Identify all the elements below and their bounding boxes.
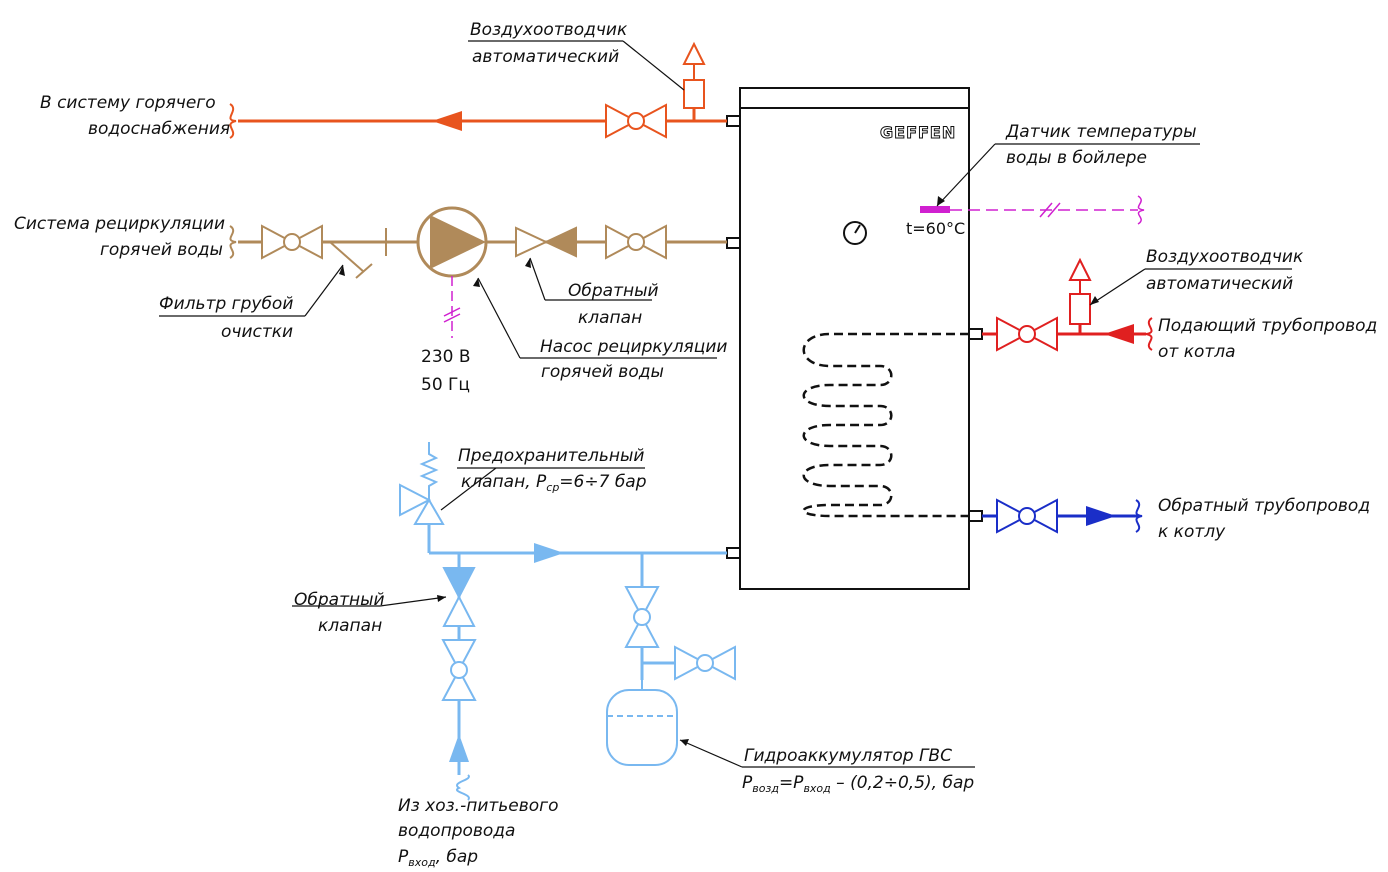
safety-valve-icon[interactable] — [399, 442, 445, 525]
leader-arrowheads — [339, 196, 1099, 746]
check-valve-bottom-label-2: клапан — [318, 616, 382, 636]
recirculation-valve-right[interactable] — [605, 225, 667, 259]
boiler-supply-valve[interactable] — [996, 317, 1058, 351]
boiler-return-flow-arrow — [1086, 506, 1116, 526]
accumulator-valve[interactable] — [625, 586, 659, 648]
safety-valve-label-1: Предохранительный — [458, 446, 644, 466]
sensor-cable-break — [1137, 195, 1145, 225]
voltage-label-1: 230 В — [421, 347, 471, 367]
boiler-brand: GEFFEN — [880, 123, 956, 142]
sensor-label-1: Датчик температуры — [1005, 122, 1197, 142]
hot-water-flow-arrow — [432, 111, 462, 131]
recirc-label-1: Система рециркуляции — [14, 214, 225, 234]
air-vent-top-icon[interactable] — [682, 41, 706, 109]
boiler-tank — [739, 87, 970, 590]
accumulator-tank-icon[interactable] — [606, 680, 678, 766]
air-vent-right-icon[interactable] — [1068, 257, 1092, 325]
recirculation-valve-left[interactable] — [261, 225, 323, 259]
check-valve-bottom-label-1: Обратный — [294, 590, 385, 610]
inlet-valve[interactable] — [442, 639, 476, 701]
boiler-ports — [726, 115, 983, 559]
air-vent-right-label-2: автоматический — [1146, 274, 1293, 294]
temperature-sensor-icon[interactable] — [920, 206, 950, 213]
inlet-label-2: водопровода — [398, 821, 515, 841]
accumulator-label-2: Pвозд=Pвход – (0,2÷0,5), бар — [742, 773, 974, 795]
accumulator-drain-valve[interactable] — [674, 646, 736, 680]
boiler-supply-label-1: Подающий трубопровод — [1158, 316, 1377, 336]
inlet-label-1: Из хоз.-питьевого — [398, 796, 559, 816]
boiler-temperature: t=60°C — [906, 219, 965, 238]
leader-lines — [159, 40, 1292, 768]
filter-label-2: очистки — [221, 322, 293, 342]
hot-water-valve[interactable] — [605, 104, 667, 138]
cold-inlet-flow-arrow — [449, 734, 469, 762]
sensor-label-2: воды в бойлере — [1006, 148, 1147, 168]
cable-hatch-pump — [443, 307, 461, 323]
heat-exchanger-coil — [802, 332, 969, 518]
air-vent-top-label-2: автоматический — [472, 47, 619, 67]
pump-label-2: горячей воды — [541, 362, 664, 382]
accumulator-label-1: Гидроаккумулятор ГВС — [744, 746, 952, 766]
filter-label-1: Фильтр грубой — [159, 294, 293, 314]
check-valve-top-label-1: Обратный — [568, 281, 659, 301]
boiler-supply-label-2: от котла — [1158, 342, 1236, 362]
voltage-label-2: 50 Гц — [421, 375, 470, 395]
thermometer-icon — [843, 221, 867, 245]
boiler-return-label-1: Обратный трубопровод — [1158, 496, 1370, 516]
strainer-filter-icon[interactable] — [329, 241, 373, 279]
cold-water-flow-arrow — [534, 543, 564, 563]
hot-supply-label-1: В систему горячего — [40, 93, 216, 113]
check-valve-top-icon[interactable] — [515, 226, 577, 258]
air-vent-top-label-1: Воздухоотводчик — [470, 20, 628, 40]
check-valve-top-label-2: клапан — [578, 308, 642, 328]
pump-label-1: Насос рециркуляции — [540, 337, 727, 357]
cable-hatch-sensor — [1039, 202, 1061, 218]
boiler-return-label-2: к котлу — [1158, 522, 1226, 542]
safety-valve-label-2: клапан, Pср=6÷7 бар — [461, 472, 647, 494]
inlet-label-3: Pвход, бар — [398, 847, 478, 869]
check-valve-bottom-icon[interactable] — [442, 567, 476, 627]
recirc-label-2: горячей воды — [100, 240, 223, 260]
boiler-return-valve[interactable] — [996, 499, 1058, 533]
hot-supply-label-2: водоснабжения — [88, 119, 230, 139]
boiler-supply-flow-arrow — [1104, 324, 1134, 344]
recirculation-pump-icon[interactable] — [416, 206, 488, 278]
air-vent-right-label-1: Воздухоотводчик — [1146, 247, 1304, 267]
